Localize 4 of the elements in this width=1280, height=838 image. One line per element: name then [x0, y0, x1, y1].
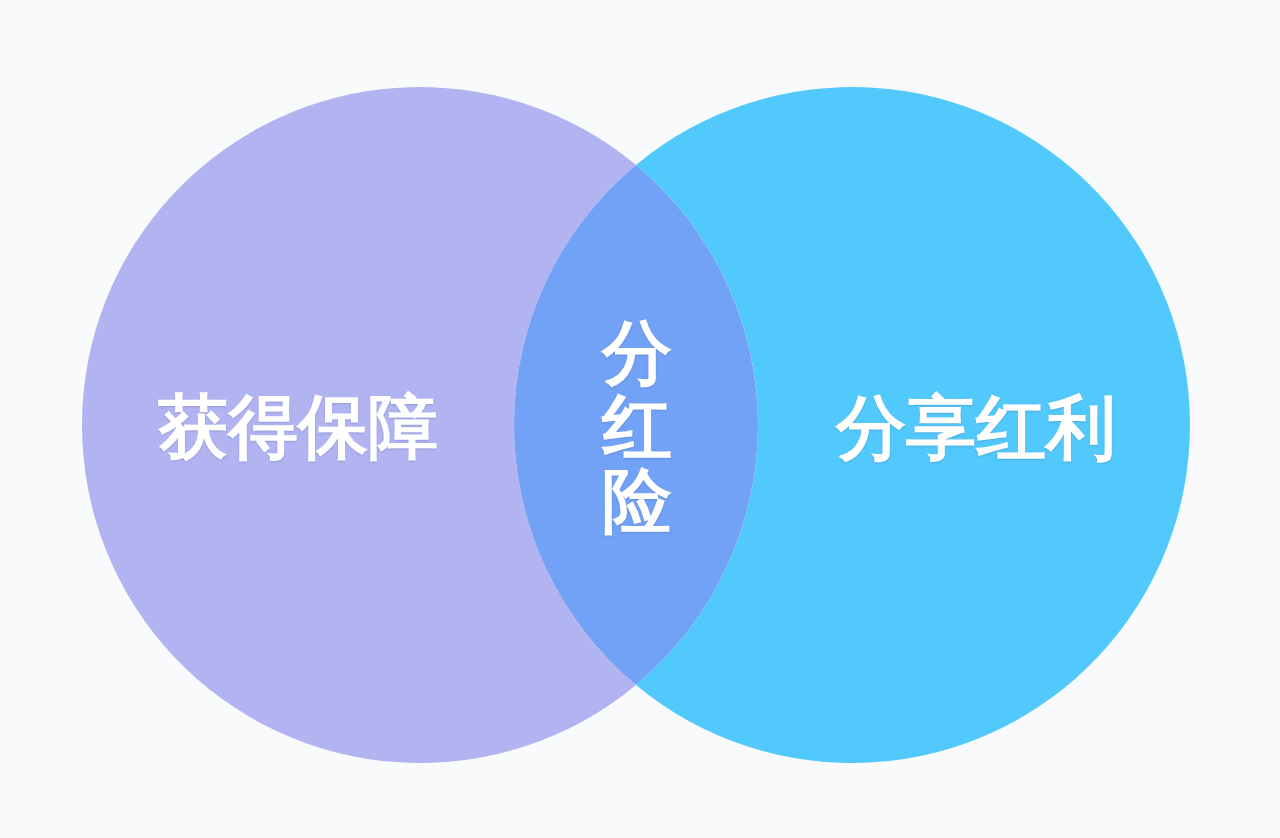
circle-label: 获得保障: [158, 392, 438, 462]
overlap-region: [514, 165, 758, 685]
circle-label: 分享红利: [836, 393, 1116, 463]
overlap-label: 分红险: [602, 315, 672, 539]
